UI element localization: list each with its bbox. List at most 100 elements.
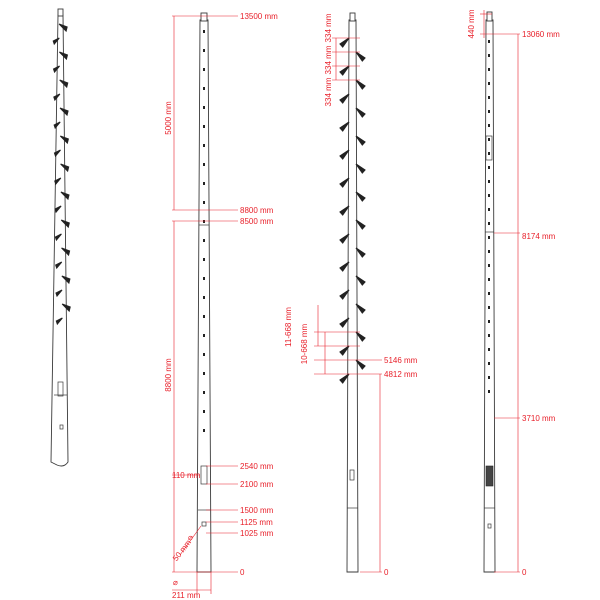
step-rung (339, 289, 350, 300)
step-hole (203, 201, 205, 204)
label-4812-height: 4812 mm (384, 370, 418, 379)
step-mark (488, 250, 490, 253)
step-rung (59, 107, 69, 117)
step-rung (58, 23, 68, 33)
step-hole (203, 391, 205, 394)
pole-view-side: 440 mm 13060 mm 8174 mm 3710 mm 0 (467, 9, 560, 577)
step-mark (488, 222, 490, 225)
step-rung (59, 135, 69, 145)
step-mark (488, 96, 490, 99)
upper-bracket (485, 135, 493, 161)
label-tip-length: 440 mm (467, 9, 476, 38)
label-5146-height: 5146 mm (384, 356, 418, 365)
step-mark (488, 180, 490, 183)
step-mark (488, 306, 490, 309)
diameter-symbol-base: ⌀ (173, 578, 178, 587)
label-3710-height: 3710 mm (522, 414, 556, 423)
pole-tip (486, 11, 493, 22)
step-hole (203, 258, 205, 261)
pole-view-perspective (50, 8, 71, 467)
label-1025-height: 1025 mm (240, 529, 274, 538)
step-rung (355, 51, 366, 62)
step-rung (61, 303, 71, 313)
label-base-diameter: 211 mm (172, 591, 201, 600)
label-door-bottom: 2100 mm (240, 480, 274, 489)
label-ground-zero: 0 (384, 568, 389, 577)
step-rung (339, 121, 350, 132)
label-8500-height: 8500 mm (240, 217, 274, 226)
dimension-leaders (314, 37, 382, 573)
label-rung-spacing-1: 334 mm (324, 45, 333, 74)
label-top-height: 13500 mm (240, 12, 278, 21)
step-rung (54, 205, 62, 214)
step-rung (355, 163, 366, 174)
step-mark (488, 138, 490, 141)
step-rung (339, 205, 350, 216)
step-rung (355, 135, 366, 146)
step-rung (55, 261, 63, 270)
step-hole (203, 277, 205, 280)
step-rung (339, 233, 350, 244)
step-hole (203, 315, 205, 318)
step-mark (488, 110, 490, 113)
step-rung (59, 51, 69, 61)
step-mark (488, 264, 490, 267)
step-rung (339, 149, 350, 160)
dimension-leaders (172, 15, 238, 594)
step-rung (355, 359, 366, 370)
step-hole (203, 182, 205, 185)
step-mark (488, 278, 490, 281)
step-rungs (339, 37, 366, 384)
step-rung (355, 219, 366, 230)
step-hole (203, 68, 205, 71)
step-mark (488, 292, 490, 295)
label-door-top: 2540 mm (240, 462, 274, 471)
label-8174-height: 8174 mm (522, 232, 556, 241)
dimension-labels: 440 mm 13060 mm 8174 mm 3710 mm 0 (467, 9, 560, 577)
step-mark (488, 390, 490, 393)
step-hole (203, 220, 205, 223)
label-rung-group-10: 10-668 mm (300, 323, 309, 364)
label-1125-height: 1125 mm (240, 518, 273, 527)
pole-body (346, 19, 359, 573)
step-hole (203, 125, 205, 128)
label-rung-spacing-2: 334 mm (324, 13, 333, 42)
step-rung (52, 37, 60, 46)
base-opening (487, 523, 492, 529)
step-rung (355, 79, 366, 90)
label-door-width: 110 mm (172, 471, 201, 480)
label-13060-height: 13060 mm (522, 30, 560, 39)
step-rungs (52, 23, 71, 326)
step-mark (488, 320, 490, 323)
step-rung (355, 191, 366, 202)
step-rung (339, 261, 350, 272)
step-rung (339, 65, 350, 76)
label-upper-length: 5000 mm (164, 101, 173, 135)
step-hole (203, 296, 205, 299)
step-mark (488, 152, 490, 155)
step-rung (61, 275, 71, 285)
step-hole (203, 144, 205, 147)
step-mark (488, 208, 490, 211)
step-rung (339, 345, 350, 356)
step-rung (339, 93, 350, 104)
label-8800-height: 8800 mm (240, 206, 274, 215)
label-1500-height: 1500 mm (240, 506, 274, 515)
label-rung-group-11: 11-668 mm (284, 307, 293, 347)
step-hole (203, 429, 205, 432)
step-rung (60, 191, 70, 201)
step-rung (339, 37, 350, 48)
step-hole (203, 49, 205, 52)
step-hole (203, 163, 205, 166)
step-mark (488, 40, 490, 43)
step-hole (203, 30, 205, 33)
step-rung (60, 219, 70, 229)
pole-tip (57, 8, 64, 17)
dimension-labels: 13500 mm 5000 mm 8800 mm 8500 mm 8800 mm… (164, 12, 278, 600)
step-rung (59, 79, 69, 89)
pole-tip (349, 12, 356, 22)
step-holes (203, 30, 205, 432)
step-mark (488, 334, 490, 337)
step-mark (488, 236, 490, 239)
